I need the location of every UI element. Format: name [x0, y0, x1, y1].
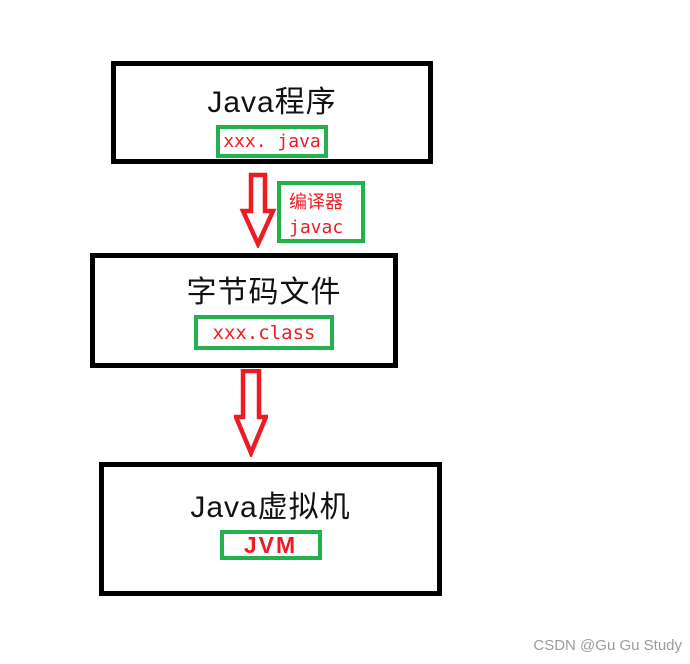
edge-label-compiler-name: 编译器: [289, 192, 343, 212]
node-bytecode-file-tag: xxx.class: [194, 315, 334, 350]
node-bytecode-file: 字节码文件 xxx.class: [90, 253, 398, 368]
node-java-program-tag: xxx. java: [216, 125, 328, 158]
down-arrow-icon: [239, 172, 277, 248]
watermark: CSDN @Gu Gu Study: [533, 637, 682, 654]
down-arrow-icon: [234, 369, 268, 457]
node-bytecode-file-title: 字节码文件: [186, 276, 342, 309]
node-jvm-title: Java虚拟机: [190, 491, 351, 524]
edge-label-compiler: 编译器 javac: [277, 181, 365, 243]
node-java-program-title: Java程序: [207, 86, 337, 119]
node-jvm: Java虚拟机 JVM: [99, 462, 442, 596]
edge-label-compiler-command: javac: [289, 217, 344, 238]
node-jvm-tag: JVM: [219, 530, 322, 560]
node-java-program: Java程序 xxx. java: [111, 61, 433, 164]
